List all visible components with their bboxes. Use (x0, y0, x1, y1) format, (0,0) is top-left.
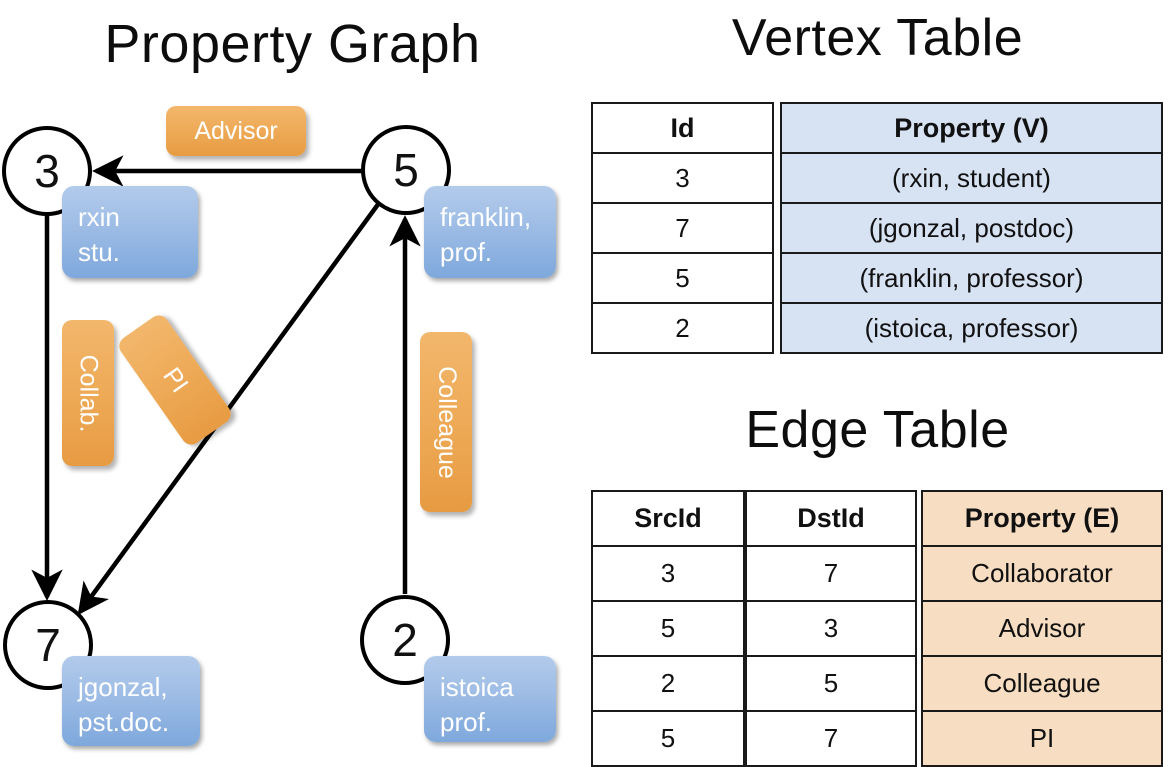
table-row: (franklin, professor) (780, 252, 1163, 304)
edge-table-property-column: Property (E) Collaborator Advisor Collea… (921, 490, 1163, 767)
table-row: PI (921, 710, 1163, 767)
table-row: 3 (591, 545, 745, 602)
table-header-row: Property (V) (780, 102, 1163, 154)
edge-table-cell-srcid: 2 (591, 655, 745, 712)
edge-table-cell-dstid: 5 (745, 655, 917, 712)
table-row: 7 (745, 710, 917, 767)
table-row: 5 (591, 710, 745, 767)
table-header-row: DstId (745, 490, 917, 547)
graph-node-5[interactable]: 5 (361, 125, 451, 215)
graph-node-2[interactable]: 2 (360, 595, 450, 685)
edge-table-cell-srcid: 5 (591, 600, 745, 657)
page-title-edge-table: Edge Table (745, 401, 1010, 459)
edge-table-cell-property: Collaborator (921, 545, 1163, 602)
table-header-row: Id (591, 102, 774, 154)
table-row: 2 (591, 655, 745, 712)
table-row: Advisor (921, 600, 1163, 657)
table-row: (jgonzal, postdoc) (780, 202, 1163, 254)
table-row: (istoica, professor) (780, 302, 1163, 354)
edge-table-cell-property: Colleague (921, 655, 1163, 712)
edge-5-to-7 (77, 201, 381, 616)
edge-table-cell-property: Advisor (921, 600, 1163, 657)
edge-label-text: Advisor (194, 116, 278, 145)
vertex-property-line2: stu. (78, 237, 120, 268)
vertex-table-cell-property: (franklin, professor) (780, 252, 1163, 304)
edge-table-cell-srcid: 3 (591, 545, 745, 602)
vertex-table-header-property: Property (V) (780, 102, 1163, 154)
vertex-property-box-7: jgonzal, pst.doc. (62, 656, 200, 746)
graph-edges (31, 155, 421, 616)
edge-table-dstid-column: DstId 7 3 5 7 (745, 490, 917, 767)
table-row: (rxin, student) (780, 152, 1163, 204)
vertex-table-property-column: Property (V) (rxin, student) (jgonzal, p… (780, 102, 1163, 354)
edge-table-cell-dstid: 7 (745, 545, 917, 602)
table-row: 5 (591, 600, 745, 657)
table-row: Colleague (921, 655, 1163, 712)
vertex-table-header-id: Id (591, 102, 774, 154)
vertex-table-cell-property: (istoica, professor) (780, 302, 1163, 354)
vertex-property-line1: jgonzal, (78, 672, 168, 702)
edge-table-header-property: Property (E) (921, 490, 1163, 547)
vertex-table-cell-id: 3 (591, 152, 774, 204)
vertex-property-line2: prof. (440, 237, 493, 268)
vertex-property-box-5: franklin, prof. (424, 186, 556, 278)
edge-table-cell-srcid: 5 (591, 710, 745, 767)
table-row: 5 (745, 655, 917, 712)
vertex-property-line2: prof. (440, 707, 493, 738)
edge-table-cell-dstid: 7 (745, 710, 917, 767)
edge-label-collab: Collab. (62, 320, 114, 466)
vertex-table-cell-id: 2 (591, 302, 774, 354)
vertex-property-line1: rxin (78, 202, 120, 232)
edge-table-cell-property: PI (921, 710, 1163, 767)
vertex-table-cell-id: 5 (591, 252, 774, 304)
edge-label-advisor: Advisor (166, 106, 306, 156)
edge-table-header-dstid: DstId (745, 490, 917, 547)
vertex-property-line2: pst.doc. (78, 707, 170, 738)
vertex-table-cell-id: 7 (591, 202, 774, 254)
vertex-property-box-2: istoica prof. (424, 656, 556, 742)
vertex-property-line1: istoica (440, 672, 514, 702)
edge-table-header-srcid: SrcId (591, 490, 745, 547)
page-title-vertex-table: Vertex Table (731, 9, 1024, 67)
table-row: 3 (591, 152, 774, 204)
table-row: 2 (591, 302, 774, 354)
table-row: 7 (745, 545, 917, 602)
table-header-row: SrcId (591, 490, 745, 547)
edge-label-colleague: Colleague (420, 332, 472, 512)
vertex-property-line1: franklin, (440, 202, 532, 232)
table-header-row: Property (E) (921, 490, 1163, 547)
edge-label-text: Colleague (432, 365, 461, 479)
table-row: 7 (591, 202, 774, 254)
vertex-table-cell-property: (rxin, student) (780, 152, 1163, 204)
page-title-property-graph: Property Graph (104, 14, 481, 74)
table-row: 3 (745, 600, 917, 657)
vertex-table-cell-property: (jgonzal, postdoc) (780, 202, 1163, 254)
vertex-table-id-column: Id 3 7 5 2 (591, 102, 774, 354)
edge-label-text: Collab. (74, 354, 103, 432)
edge-table-srcid-column: SrcId 3 5 2 5 (591, 490, 745, 767)
table-row: 5 (591, 252, 774, 304)
edge-table-cell-dstid: 3 (745, 600, 917, 657)
table-row: Collaborator (921, 545, 1163, 602)
edge-label-text: PI (157, 362, 194, 398)
vertex-property-box-3: rxin stu. (62, 186, 198, 278)
